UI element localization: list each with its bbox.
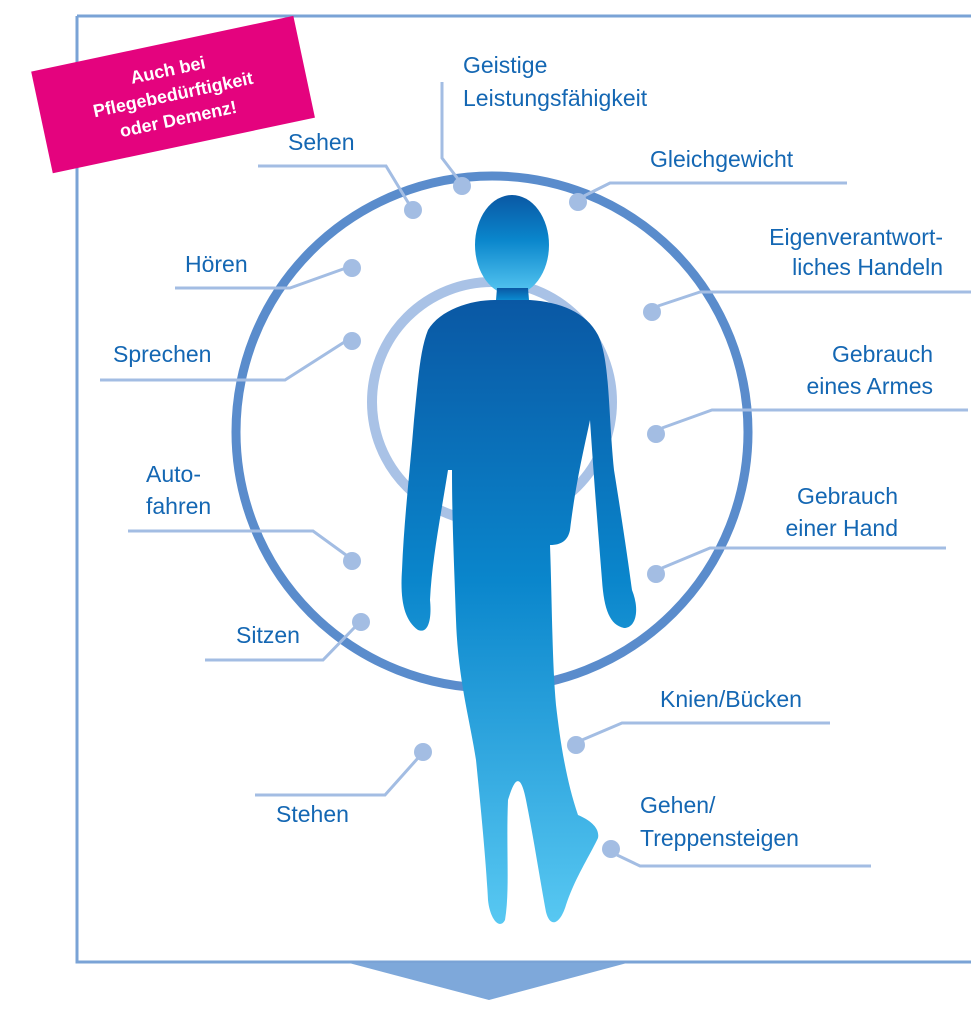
label-gleichgewicht: Gleichgewicht [650,146,794,172]
label-auto-line1: Auto- [146,461,201,487]
label-knien-buecken: Knien/Bücken [660,686,802,712]
label-auto-line2: fahren [146,493,211,519]
label-sehen: Sehen [288,129,355,155]
label-gehen-line1: Gehen/ [640,792,716,818]
label-eigenverantwortliches-line2: liches Handeln [792,254,943,280]
person-silhouette [402,195,637,924]
label-hand-line1: Gebrauch [797,483,898,509]
label-eigenverantwortliches-line1: Eigenverantwort- [769,224,943,250]
down-arrow [349,963,627,1000]
label-sprechen: Sprechen [113,341,211,367]
label-hand-line2: einer Hand [785,515,898,541]
label-stehen: Stehen [276,801,349,827]
label-geistige-line1: Geistige [463,52,547,78]
badge: Auch bei Pflegebedürftigkeit oder Demenz… [31,16,315,173]
label-arm-line1: Gebrauch [832,341,933,367]
label-hoeren: Hören [185,251,248,277]
label-sitzen: Sitzen [236,622,300,648]
label-gehen-line2: Treppensteigen [640,825,799,851]
label-arm-line2: eines Armes [806,373,933,399]
label-geistige-line2: Leistungsfähigkeit [463,85,648,111]
